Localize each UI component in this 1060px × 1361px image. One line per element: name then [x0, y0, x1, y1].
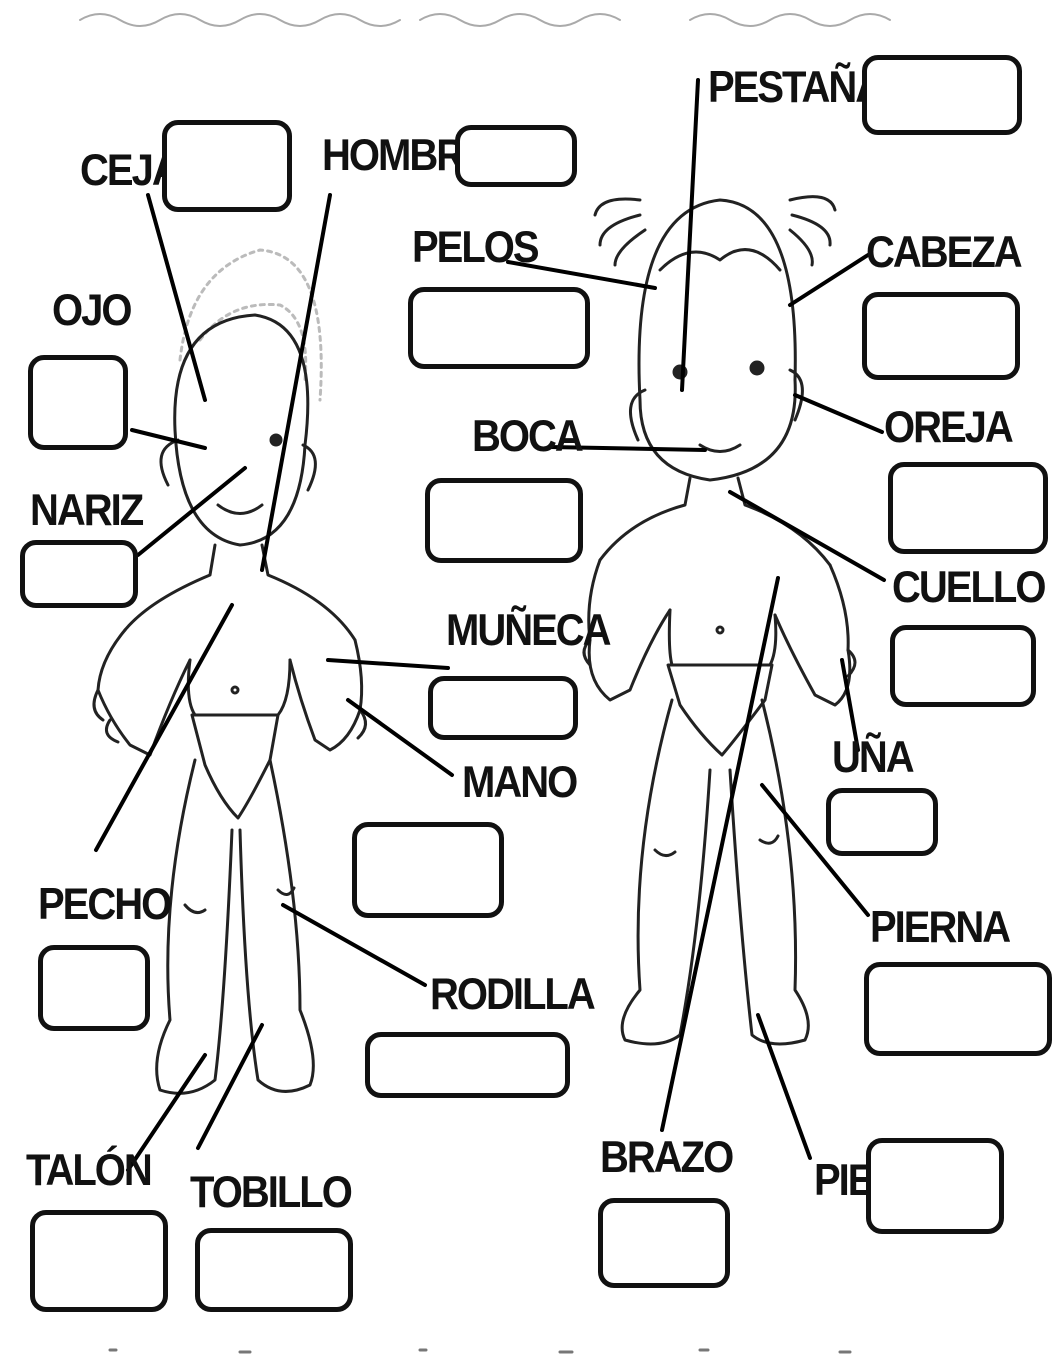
answer-box-muneca[interactable] — [428, 676, 578, 740]
answer-box-cuello[interactable] — [890, 625, 1036, 707]
answer-box-pelos[interactable] — [408, 287, 590, 369]
label-cabeza: CABEZA — [866, 230, 1021, 275]
label-pecho: PECHO — [38, 882, 170, 927]
label-mano: MANO — [462, 760, 576, 805]
label-muneca: MUÑECA — [446, 608, 610, 653]
label-brazo: BRAZO — [600, 1135, 732, 1180]
answer-box-talon[interactable] — [30, 1210, 168, 1312]
label-talon: TALÓN — [26, 1148, 151, 1193]
label-pestana: PESTAÑA — [708, 65, 882, 110]
top-decoration — [80, 14, 890, 26]
answer-box-oreja[interactable] — [888, 462, 1048, 554]
answer-box-mano[interactable] — [352, 822, 504, 918]
answer-box-ojo[interactable] — [28, 355, 128, 450]
label-ojo: OJO — [52, 288, 130, 333]
label-oreja: OREJA — [884, 405, 1012, 450]
label-tobillo: TOBILLO — [190, 1170, 351, 1215]
answer-box-brazo[interactable] — [598, 1198, 730, 1288]
label-pelos: PELOS — [412, 225, 538, 270]
answer-box-ceja[interactable] — [162, 120, 292, 212]
answer-box-hombro[interactable] — [455, 125, 577, 187]
label-cuello: CUELLO — [892, 565, 1044, 610]
bottom-decoration — [110, 1350, 850, 1352]
answer-box-nariz[interactable] — [20, 540, 138, 608]
answer-box-pecho[interactable] — [38, 945, 150, 1031]
label-nariz: NARIZ — [30, 488, 142, 533]
label-rodilla: RODILLA — [430, 972, 594, 1017]
answer-box-rodilla[interactable] — [365, 1032, 570, 1098]
answer-box-boca[interactable] — [425, 478, 583, 563]
label-una: UÑA — [832, 735, 913, 780]
label-pie: PIE — [814, 1158, 872, 1203]
label-pierna: PIERNA — [870, 905, 1009, 950]
label-boca: BOCA — [472, 414, 582, 459]
answer-box-pestana[interactable] — [862, 55, 1022, 135]
answer-box-tobillo[interactable] — [195, 1228, 353, 1312]
answer-box-cabeza[interactable] — [862, 292, 1020, 380]
answer-box-pierna[interactable] — [864, 962, 1052, 1056]
answer-box-pie[interactable] — [866, 1138, 1004, 1234]
girl-figure — [584, 197, 855, 1044]
answer-box-una[interactable] — [826, 788, 938, 856]
